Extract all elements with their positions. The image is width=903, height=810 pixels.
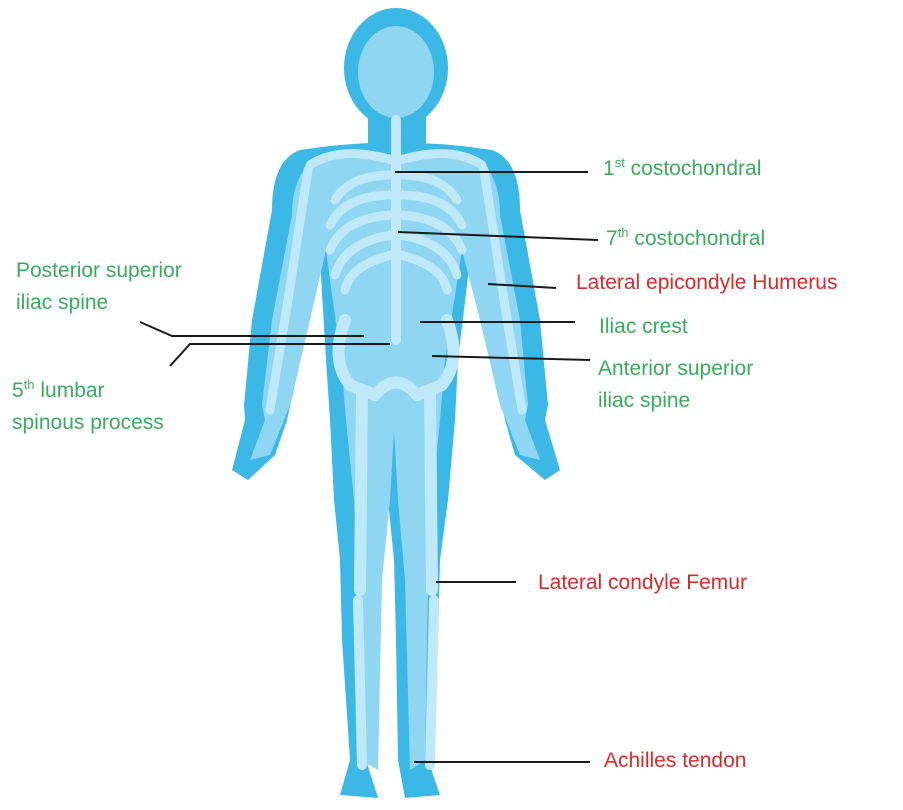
label-5th-lumbar-line1: 5th lumbar [12,376,105,405]
label-asis-line2: iliac spine [598,386,690,415]
label-1st-costochondral: 1st costochondral [603,154,761,183]
label-asis-line1: Anterior superior [598,354,753,383]
femur-left [360,395,362,590]
label-psis-line1: Posterior superior [16,256,182,285]
tibia-left [358,600,362,765]
label-iliac-crest: Iliac crest [599,312,688,341]
label-lateral-condyle-femur: Lateral condyle Femur [538,568,747,597]
label-achilles-tendon: Achilles tendon [604,746,746,775]
label-psis-line2: iliac spine [16,288,108,317]
femur-right [430,395,432,590]
label-lateral-epicondyle-humerus: Lateral epicondyle Humerus [576,268,837,297]
label-5th-lumbar-line2: spinous process [12,408,164,437]
tibia-right [430,600,434,765]
label-7th-costochondral: 7th costochondral [606,224,765,253]
